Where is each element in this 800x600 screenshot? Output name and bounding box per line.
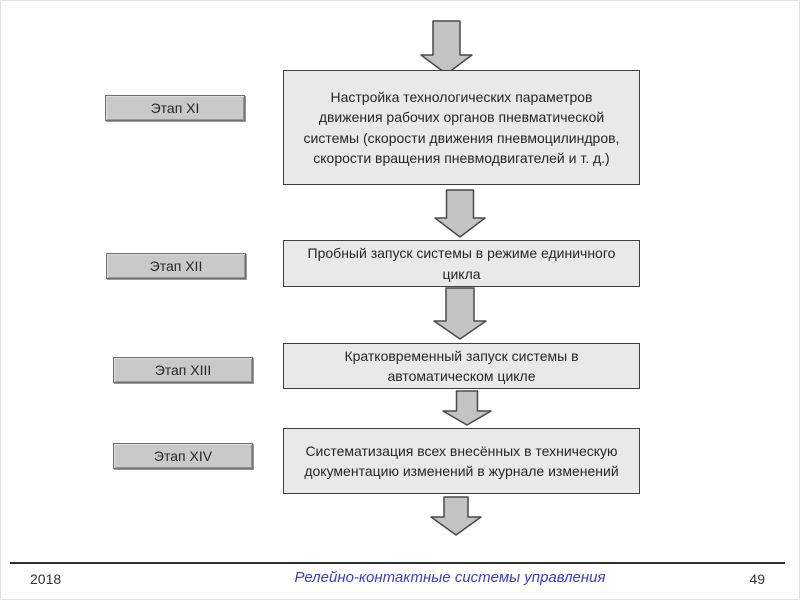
stage-label-text: Этап XI [150, 100, 200, 116]
flow-box-text: Систематизация всех внесённых в техничес… [304, 442, 619, 479]
stage-label-xii: Этап XII [106, 253, 246, 279]
flow-box-text: Пробный запуск системы в режиме единично… [307, 245, 616, 282]
stage-label-text: Этап XIII [154, 362, 212, 378]
footer-title: Релейно-контактные системы управления [294, 569, 606, 586]
stage-label-xiv: Этап XIV [113, 443, 253, 469]
flow-box-stage-xii: Пробный запуск системы в режиме единично… [283, 240, 640, 287]
stage-label-text: Этап XIV [153, 448, 213, 464]
flow-box-stage-xiv: Систематизация всех внесённых в техничес… [283, 428, 640, 494]
flow-arrow-down-icon [433, 287, 487, 340]
flow-box-text: Кратковременный запуск системы в автомат… [344, 347, 579, 384]
flow-box-stage-xiii: Кратковременный запуск системы в автомат… [283, 343, 640, 389]
stage-label-text: Этап XII [149, 258, 203, 274]
stage-label-xiii: Этап XIII [113, 357, 253, 383]
footer-year: 2018 [30, 571, 62, 587]
flow-arrow-down-icon [442, 390, 492, 426]
flow-arrow-down-icon [434, 189, 486, 238]
flow-box-text: Настройка технологических параметров дви… [303, 88, 620, 166]
stage-label-xi: Этап XI [105, 95, 245, 121]
flow-arrow-down-icon [420, 20, 473, 75]
flow-arrow-down-icon [430, 496, 482, 536]
footer-page-number: 49 [749, 571, 765, 587]
flow-box-stage-xi: Настройка технологических параметров дви… [283, 70, 640, 185]
footer-divider [10, 562, 785, 564]
